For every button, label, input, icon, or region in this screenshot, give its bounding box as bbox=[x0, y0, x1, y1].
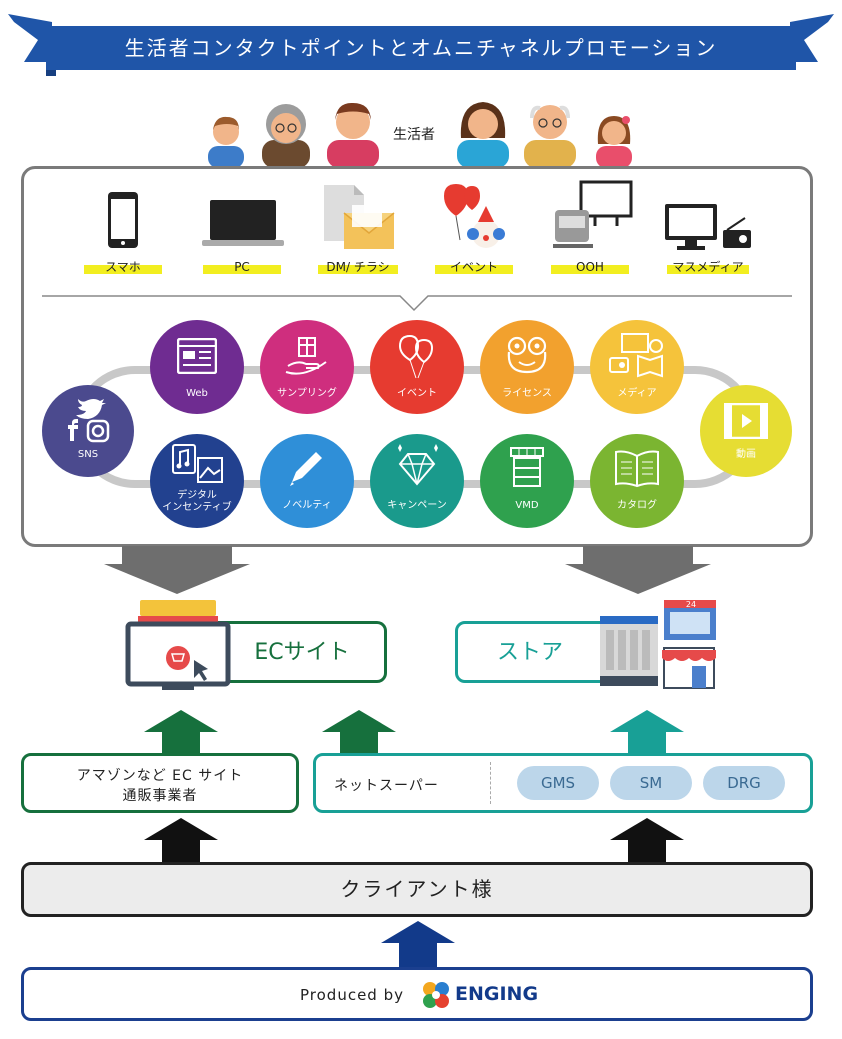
ec-operators-line2: 通販事業者 bbox=[24, 785, 296, 805]
circle-label: カタログ bbox=[590, 500, 684, 512]
grandfather-avatar-icon bbox=[520, 92, 580, 168]
chip-drg: DRG bbox=[703, 766, 785, 800]
circle-label: Web bbox=[150, 388, 244, 400]
store-label: ストア bbox=[470, 634, 590, 666]
mail-flyer-icon bbox=[320, 183, 396, 251]
social-icons bbox=[60, 395, 116, 443]
circle-label: 動画 bbox=[700, 449, 792, 461]
retail-divider bbox=[490, 762, 491, 804]
smartphone-icon bbox=[106, 190, 140, 250]
channel-circle-video: 動画 bbox=[700, 385, 792, 477]
laptop-icon bbox=[200, 198, 286, 248]
client-box: クライアント様 bbox=[21, 862, 813, 917]
channel-circle-sampling: サンプリング bbox=[260, 320, 354, 414]
channel-circle-campaign: キャンペーン bbox=[370, 434, 464, 528]
channel-circle-vmd: VMD bbox=[480, 434, 574, 528]
video-film-icon bbox=[724, 403, 768, 439]
circle-label: ノベルティ bbox=[260, 500, 354, 512]
music-image-icon bbox=[172, 444, 224, 484]
arrow-up-teal bbox=[610, 710, 684, 754]
gift-hand-icon bbox=[284, 332, 330, 378]
web-page-icon bbox=[177, 338, 217, 374]
store-buildings-icon bbox=[596, 598, 720, 692]
diamond-icon bbox=[394, 444, 440, 490]
media-devices-icon bbox=[608, 332, 666, 380]
channel-circle-digital-incentive: デジタル インセンティブ bbox=[150, 434, 244, 528]
net-super-label: ネットスーパー bbox=[334, 775, 474, 795]
touchpoint-label: イベント bbox=[435, 260, 513, 274]
tv-radio-icon bbox=[663, 200, 753, 252]
circle-label: サンプリング bbox=[260, 388, 354, 400]
channel-circle-license: ライセンス bbox=[480, 320, 574, 414]
grandmother-avatar-icon bbox=[258, 94, 314, 168]
ec-operators-line1: アマゾンなど EC サイト bbox=[24, 765, 296, 785]
touchpoint-label: PC bbox=[203, 260, 281, 274]
balloon-icon bbox=[396, 332, 438, 380]
circle-label: キャンペーン bbox=[370, 500, 464, 512]
touchpoint-label: マスメディア bbox=[667, 260, 749, 274]
divider-pointer bbox=[42, 290, 792, 314]
arrow-up-green-2 bbox=[322, 710, 396, 754]
circle-label: SNS bbox=[42, 449, 134, 461]
boy-avatar-icon bbox=[205, 108, 247, 168]
channel-circle-novelty: ノベルティ bbox=[260, 434, 354, 528]
brand-name: ENGING bbox=[455, 983, 575, 1005]
channel-circle-catalog: カタログ bbox=[590, 434, 684, 528]
book-icon bbox=[614, 448, 660, 488]
touchpoint-label: スマホ bbox=[84, 260, 162, 274]
arrow-up-navy bbox=[381, 921, 455, 967]
touchpoint-label: OOH bbox=[551, 260, 629, 274]
arrow-up-black-1 bbox=[144, 818, 218, 862]
shop-display-icon bbox=[508, 444, 546, 490]
chip-gms: GMS bbox=[517, 766, 599, 800]
circle-label: イベント bbox=[370, 388, 464, 400]
arrow-up-black-2 bbox=[610, 818, 684, 862]
channel-circle-media: メディア bbox=[590, 320, 684, 414]
channel-circle-web: Web bbox=[150, 320, 244, 414]
circle-label: ライセンス bbox=[480, 388, 574, 400]
store-sign-text: 24 bbox=[680, 601, 702, 609]
man-avatar-icon bbox=[323, 92, 383, 168]
arrow-down-right bbox=[565, 546, 711, 594]
touchpoint-label: DM/ チラシ bbox=[318, 260, 398, 274]
train-billboard-icon bbox=[551, 180, 635, 252]
page-title: 生活者コンタクトポイントとオムニチャネルプロモーション bbox=[48, 26, 794, 70]
channel-circle-event: イベント bbox=[370, 320, 464, 414]
channel-circle-sns: SNS bbox=[42, 385, 134, 477]
woman-avatar-icon bbox=[453, 92, 513, 168]
enging-logo-icon bbox=[421, 980, 451, 1010]
clown-balloon-icon bbox=[440, 180, 514, 254]
circle-label: VMD bbox=[480, 500, 574, 512]
frog-icon bbox=[505, 336, 549, 376]
arrow-up-green-1 bbox=[144, 710, 218, 754]
ec-shop-monitor-icon bbox=[124, 598, 232, 694]
circle-label: メディア bbox=[590, 388, 684, 400]
people-label: 生活者 bbox=[393, 124, 435, 144]
girl-avatar-icon bbox=[592, 108, 636, 168]
produced-by-text: Produced by bbox=[300, 986, 420, 1004]
circle-label: デジタル インセンティブ bbox=[150, 490, 244, 514]
pen-icon bbox=[286, 446, 328, 488]
ec-site-label: ECサイト bbox=[232, 634, 372, 666]
chip-sm: SM bbox=[610, 766, 692, 800]
arrow-down-left bbox=[104, 546, 250, 594]
